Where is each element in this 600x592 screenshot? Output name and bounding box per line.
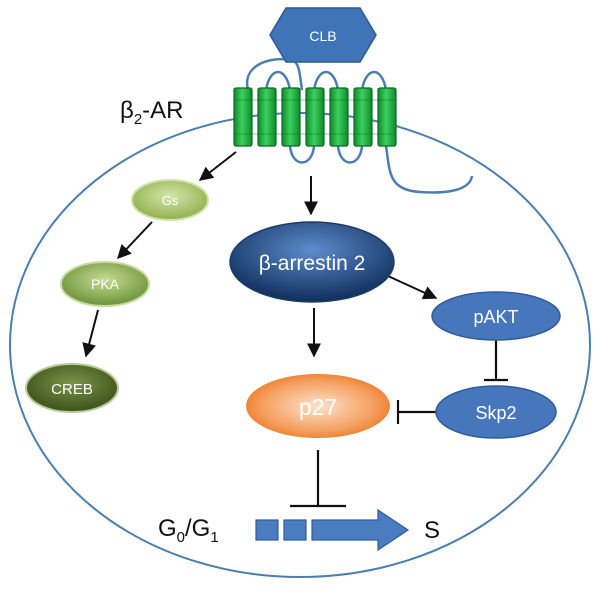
cell-membrane [9, 112, 591, 578]
skp2-node [435, 385, 557, 439]
cycle-block-1 [255, 519, 279, 541]
receptor-loops [245, 57, 474, 194]
clb-hexagon [269, 7, 377, 63]
creb-label: CREB [51, 381, 93, 398]
pka-label: PKA [91, 276, 120, 292]
s-phase-label: S [424, 517, 440, 544]
pakt-label: pAKT [473, 307, 518, 327]
arrow-pka-creb [82, 309, 99, 358]
pakt-node [431, 291, 561, 341]
cycle-big-arrow [311, 508, 410, 552]
gs-node [131, 179, 209, 221]
pka-node [60, 261, 150, 307]
receptor-label: β2-AR [120, 97, 184, 128]
pathway-arrows [82, 151, 438, 358]
arrow-arrestin-pakt [387, 275, 438, 300]
cycle-block-2 [283, 519, 307, 541]
creb-node [25, 363, 119, 413]
p27-label: p27 [299, 394, 337, 420]
g0-g1-label: G0/G1 [158, 515, 219, 546]
receptor-helices [233, 87, 397, 147]
arrestin-node [229, 221, 395, 303]
clb-label: CLB [309, 28, 336, 44]
p27-node [246, 374, 390, 438]
arrestin-label: β-arrestin 2 [259, 252, 366, 275]
arrow-gs-pka [117, 221, 153, 260]
inhibition-lines [290, 340, 508, 508]
arrow-receptor-gs [198, 151, 237, 181]
skp2-label: Skp2 [475, 403, 516, 423]
cell-cycle-arrow [255, 508, 410, 552]
gs-label: Gs [162, 193, 179, 208]
